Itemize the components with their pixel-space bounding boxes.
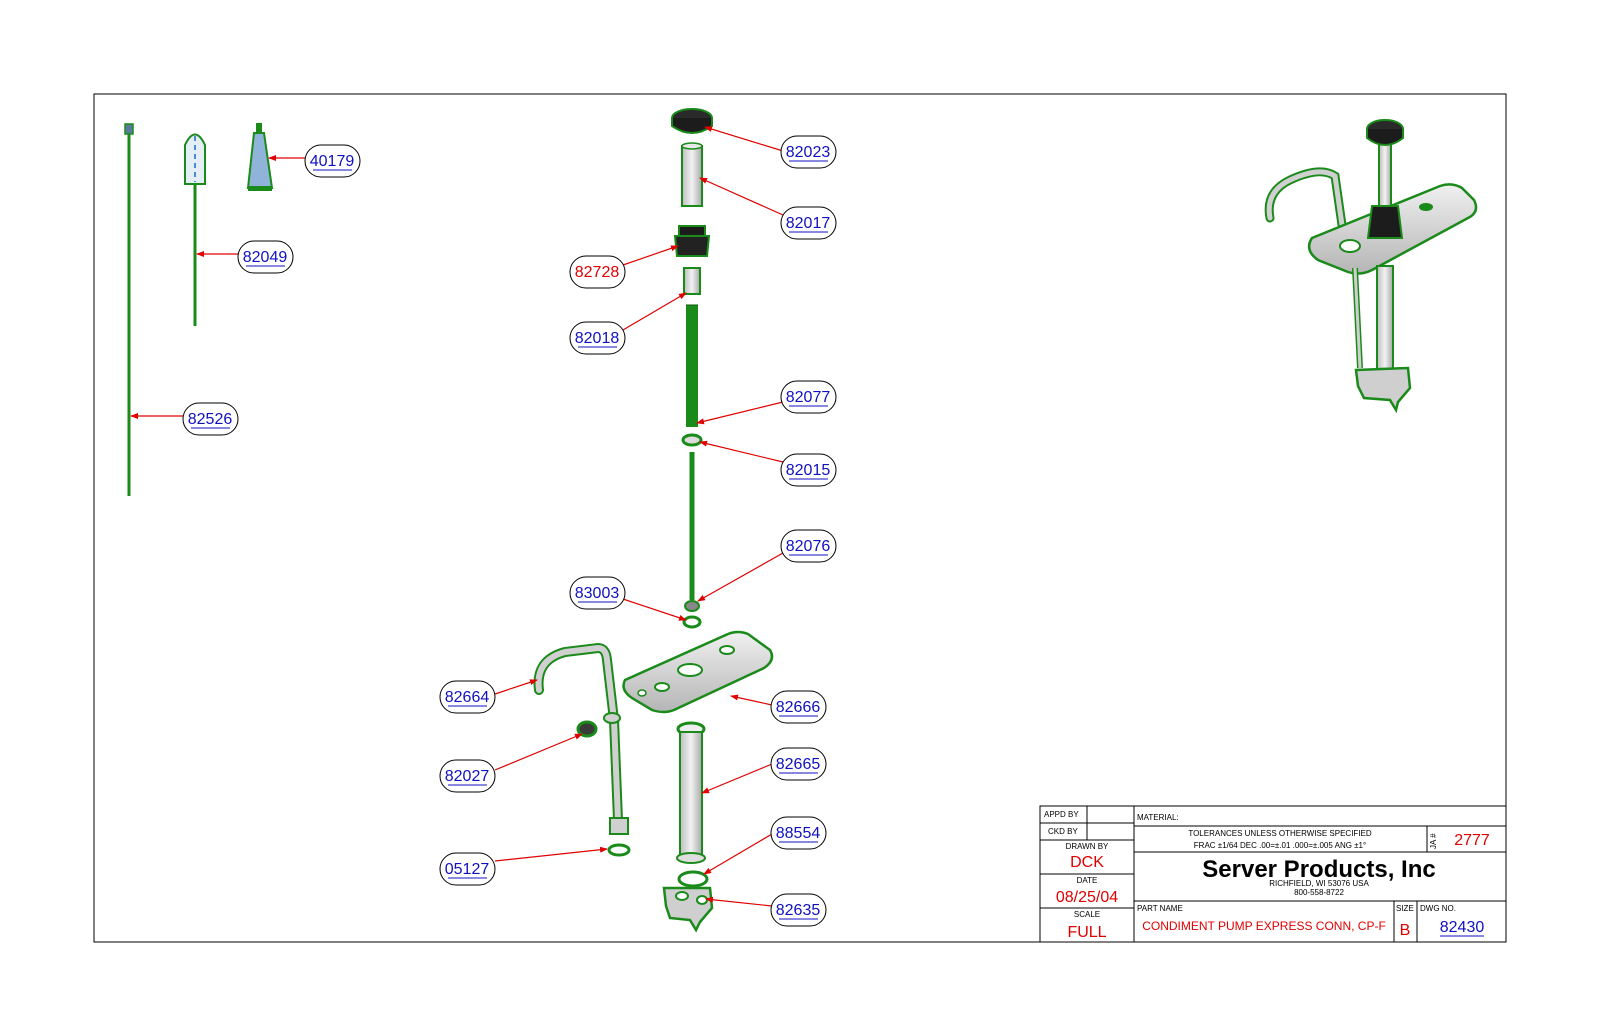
callout-82076-label: 82076 bbox=[786, 538, 831, 555]
scale-value: FULL bbox=[1067, 924, 1106, 941]
part-82049-brush bbox=[184, 133, 206, 326]
ckd-by-label: CKD BY bbox=[1048, 827, 1078, 836]
tolerance-line1: TOLERANCES UNLESS OTHERWISE SPECIFIED bbox=[1188, 829, 1372, 838]
part-82635-valve-body bbox=[662, 886, 714, 933]
callout-82665-label: 82665 bbox=[776, 756, 821, 773]
company-address: RICHFIELD, WI 53076 USA bbox=[1269, 879, 1369, 888]
callout-82077[interactable]: 82077 bbox=[780, 380, 837, 414]
part-82664-spout bbox=[533, 642, 629, 835]
part-82526-rod bbox=[124, 123, 134, 496]
ja-number: 2777 bbox=[1454, 832, 1490, 849]
callout-82049-label: 82049 bbox=[243, 249, 288, 266]
callout-82635[interactable]: 82635 bbox=[770, 893, 827, 927]
part-05127-oring bbox=[607, 843, 631, 857]
size-label: SIZE bbox=[1396, 904, 1414, 913]
drawing-border bbox=[93, 93, 1507, 943]
callout-82666[interactable]: 82666 bbox=[770, 690, 827, 724]
callout-82049[interactable]: 82049 bbox=[237, 240, 294, 274]
drawn-by-label: DRAWN BY bbox=[1066, 842, 1109, 851]
callout-82076[interactable]: 82076 bbox=[780, 529, 837, 563]
part-82665-cylinder bbox=[676, 721, 706, 864]
callout-82027-label: 82027 bbox=[445, 768, 490, 785]
part-40179-lube-tube bbox=[246, 123, 274, 191]
callout-82635-label: 82635 bbox=[776, 902, 821, 919]
callout-82023-label: 82023 bbox=[786, 144, 831, 161]
part-82018-bushing bbox=[683, 267, 701, 295]
callout-82728[interactable]: 82728 bbox=[569, 255, 626, 289]
callout-82664-label: 82664 bbox=[445, 689, 490, 706]
part-82017-sleeve bbox=[681, 142, 703, 207]
callout-40179[interactable]: 40179 bbox=[304, 144, 361, 178]
callout-82015[interactable]: 82015 bbox=[780, 453, 837, 487]
part-82728-nut bbox=[673, 225, 711, 257]
callout-82526[interactable]: 82526 bbox=[182, 402, 239, 436]
assembled-pump-view bbox=[1264, 119, 1478, 414]
callout-05127-label: 05127 bbox=[445, 861, 490, 878]
dwg-no-value: 82430 bbox=[1440, 919, 1485, 936]
callout-82017-label: 82017 bbox=[786, 215, 831, 232]
part-name-label: PART NAME bbox=[1137, 904, 1183, 913]
callout-82728-label: 82728 bbox=[575, 264, 620, 281]
dwg-no-label: DWG NO. bbox=[1420, 904, 1456, 913]
tolerance-line2: FRAC ±1/64 DEC .00=±.01 .000=±.005 ANG ±… bbox=[1194, 841, 1366, 850]
callout-82665[interactable]: 82665 bbox=[770, 747, 827, 781]
callout-82015-label: 82015 bbox=[786, 462, 831, 479]
callout-82018[interactable]: 82018 bbox=[569, 321, 626, 355]
scale-label: SCALE bbox=[1074, 910, 1100, 919]
leader-lines bbox=[130, 126, 784, 907]
ja-label: JA # bbox=[1429, 833, 1438, 849]
callout-88554[interactable]: 88554 bbox=[770, 816, 827, 850]
callout-82018-label: 82018 bbox=[575, 330, 620, 347]
callout-82666-label: 82666 bbox=[776, 699, 821, 716]
appd-by-label: APPD BY bbox=[1044, 810, 1079, 819]
part-82076-shaft bbox=[684, 452, 700, 612]
callout-83003-label: 83003 bbox=[575, 585, 620, 602]
title-block bbox=[1039, 805, 1507, 943]
date-value: 08/25/04 bbox=[1056, 889, 1118, 906]
callout-82023[interactable]: 82023 bbox=[780, 135, 837, 169]
part-83003-oring bbox=[682, 615, 702, 629]
callout-82077-label: 82077 bbox=[786, 389, 831, 406]
callout-40179-label: 40179 bbox=[310, 153, 355, 170]
part-82015-washer bbox=[681, 433, 703, 447]
company-phone: 800-558-8722 bbox=[1294, 888, 1344, 897]
part-82077-spring bbox=[686, 304, 698, 427]
callout-05127[interactable]: 05127 bbox=[439, 852, 496, 886]
callout-82526-label: 82526 bbox=[188, 411, 233, 428]
material-label: MATERIAL: bbox=[1137, 813, 1179, 822]
part-82027-nut bbox=[576, 720, 598, 738]
drawn-by-value: DCK bbox=[1070, 854, 1104, 871]
size-value: B bbox=[1400, 922, 1411, 939]
callout-83003[interactable]: 83003 bbox=[569, 576, 626, 610]
part-name-value: CONDIMENT PUMP EXPRESS CONN, CP-F bbox=[1142, 919, 1386, 933]
callout-82027[interactable]: 82027 bbox=[439, 759, 496, 793]
callout-88554-label: 88554 bbox=[776, 825, 821, 842]
date-label: DATE bbox=[1077, 876, 1098, 885]
part-88554-gasket bbox=[677, 870, 709, 888]
part-82023-knob bbox=[671, 108, 713, 134]
part-82666-lid bbox=[622, 630, 774, 714]
callout-82017[interactable]: 82017 bbox=[780, 206, 837, 240]
callout-82664[interactable]: 82664 bbox=[439, 680, 496, 714]
company-name: Server Products, Inc bbox=[1202, 856, 1435, 883]
